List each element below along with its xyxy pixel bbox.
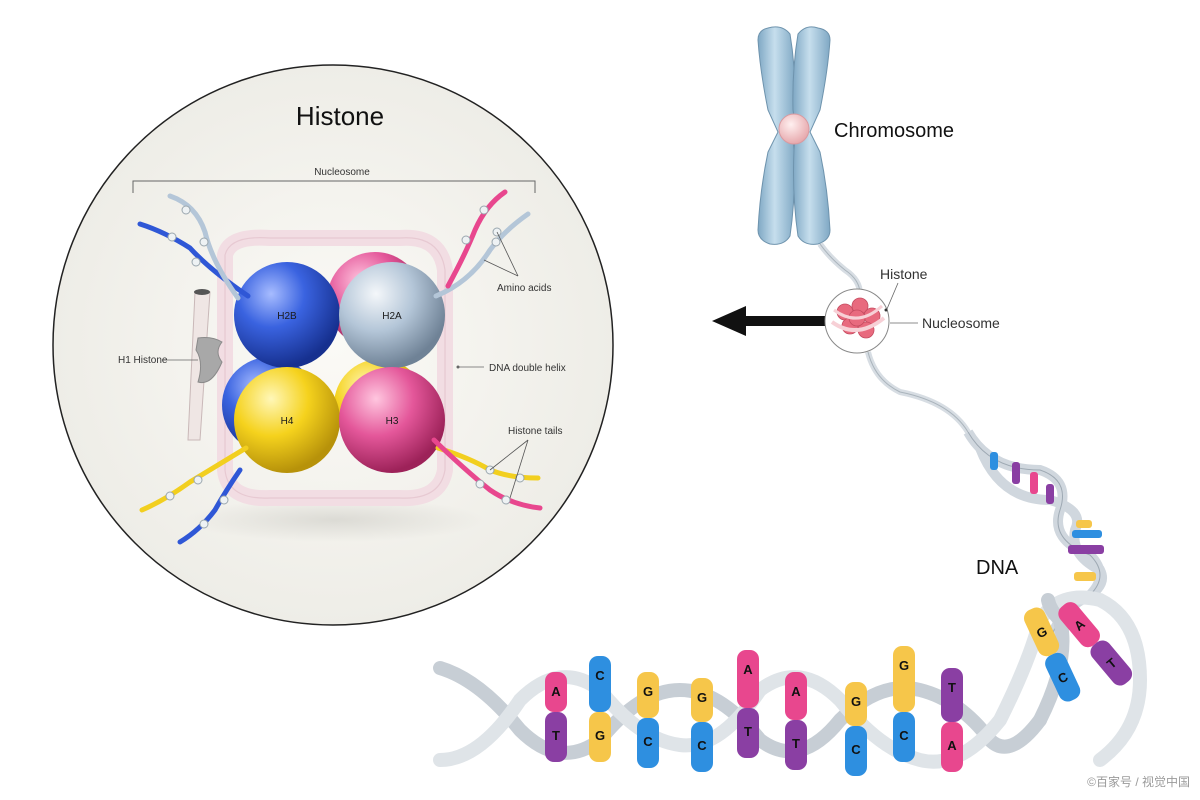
zoom-circle: [52, 64, 614, 626]
base-letter-bottom: C: [697, 738, 707, 753]
base-c-block: [893, 712, 915, 762]
panel-title: Histone: [296, 101, 384, 131]
base-letter-top: C: [595, 668, 605, 683]
base-letter-bottom: C: [851, 742, 861, 757]
base-a-block: [737, 650, 759, 708]
chromosome-right-arm: [792, 26, 831, 245]
small-nucleosome-label: Nucleosome: [922, 315, 1000, 331]
h2b-label: H2B: [277, 311, 297, 322]
histone-zoom-panel: Histone Nucleosome H1 Histone H2B H2A H4…: [52, 64, 614, 626]
small-base-pairs: [990, 452, 1104, 581]
base-letter-top: T: [948, 680, 956, 695]
chromatin-strand-bottom-edge: [867, 351, 969, 433]
base-a-block: [941, 722, 963, 772]
base-letter-top: G: [643, 684, 653, 699]
h2b-sphere: [234, 262, 340, 368]
base-t-block: [545, 712, 567, 762]
base-c-block: [637, 718, 659, 768]
zoom-arrow: [712, 306, 826, 336]
h1-histone-label: H1 Histone: [118, 355, 168, 366]
amino-acids-label: Amino acids: [497, 283, 551, 294]
base-letter-top: G: [899, 658, 909, 673]
chromosome-label: Chromosome: [834, 120, 954, 142]
histone-tails-label: Histone tails: [508, 426, 562, 437]
base-g-block: [589, 712, 611, 762]
base-t-block: [941, 668, 963, 722]
base-letter-bottom: G: [595, 728, 605, 743]
base-t-block: [785, 720, 807, 770]
h2a-label: H2A: [382, 311, 402, 322]
base-c-block: [845, 726, 867, 776]
base-letter-bottom: T: [744, 724, 752, 739]
linker-dna-end: [194, 289, 210, 295]
base-a-block: [785, 672, 807, 720]
base-g-block: [893, 646, 915, 712]
chromatin-strand-bottom: [865, 351, 971, 434]
h4-label: H4: [281, 416, 294, 427]
nucleosome-bracket-label: Nucleosome: [314, 167, 370, 178]
base-c-block: [691, 722, 713, 772]
small-histone-label: Histone: [880, 266, 928, 282]
base-a-block: [545, 672, 567, 712]
chromatin-strand-top-edge: [819, 243, 861, 295]
chromosome: Chromosome: [757, 26, 954, 245]
core-shadow: [185, 498, 485, 542]
base-letter-top: A: [551, 684, 561, 699]
dna-label: DNA: [976, 557, 1019, 579]
loop-base-pair: AT: [1058, 602, 1133, 686]
base-letter-top: G: [697, 690, 707, 705]
nucleosome-bracket: [132, 180, 536, 193]
base-letter-bottom: C: [643, 734, 653, 749]
dna-double-helix-label: DNA double helix: [489, 363, 566, 374]
base-letter-top: G: [851, 694, 861, 709]
base-letter-bottom: A: [947, 738, 957, 753]
h3-sphere: [339, 367, 445, 473]
base-t-block: [737, 708, 759, 758]
base-letter-bottom: C: [899, 728, 909, 743]
base-g-block: [845, 682, 867, 726]
base-letter-bottom: T: [792, 736, 800, 751]
h3-label: H3: [386, 416, 399, 427]
base-g-block: [691, 678, 713, 722]
base-letter-bottom: T: [552, 728, 560, 743]
watermark: ©百家号 / 视觉中国: [1087, 774, 1190, 789]
dna-wrap-outline: [224, 237, 446, 499]
h1-histone-shape: [195, 337, 223, 384]
base-letter-top: A: [743, 662, 753, 677]
h4-sphere: [234, 367, 340, 473]
loop-base-pair: GC: [1023, 607, 1081, 702]
small-nucleosome: Histone Nucleosome: [824, 266, 1000, 354]
centromere: [778, 113, 810, 145]
base-g-block: [637, 672, 659, 718]
base-letter-top: A: [791, 684, 801, 699]
h2a-sphere: [339, 262, 445, 368]
base-c-block: [589, 656, 611, 712]
